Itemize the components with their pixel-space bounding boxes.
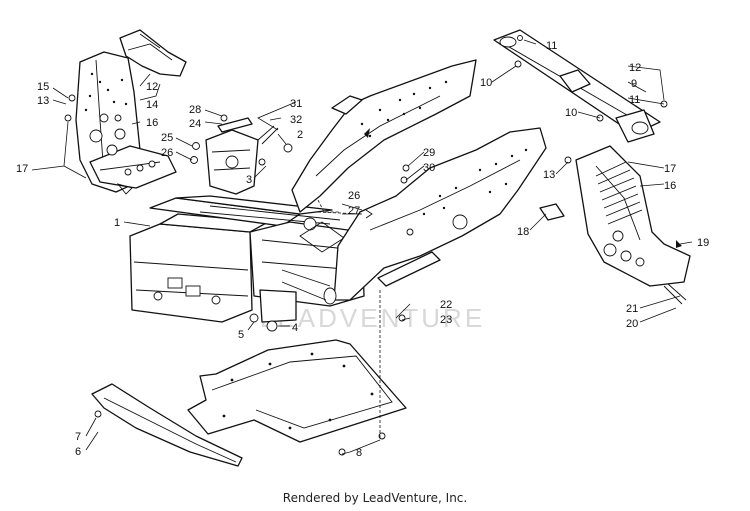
callout-17-b: 17	[664, 163, 676, 175]
main-frame	[129, 59, 547, 323]
callout-10: 10	[480, 77, 492, 89]
fasteners	[249, 164, 410, 456]
grip-slots	[595, 161, 643, 225]
bolt-icon	[68, 94, 76, 102]
watermark-logo: LEADVENTURE	[260, 303, 485, 333]
callout-14: 14	[146, 99, 158, 111]
callout-25: 25	[161, 132, 173, 144]
callout-9: 9	[631, 78, 637, 90]
rivet-dots	[84, 72, 128, 112]
steering-post	[493, 29, 668, 143]
callout-4: 4	[292, 322, 298, 334]
footer-credit: Rendered by LeadVenture, Inc.	[282, 491, 468, 505]
callout-21: 21	[626, 303, 638, 315]
callout-11-b: 11	[629, 94, 640, 106]
rail-rivets	[360, 80, 448, 138]
callout-15: 15	[37, 81, 49, 93]
callout-7: 7	[75, 431, 81, 443]
callout-8: 8	[356, 447, 362, 459]
callout-23: 23	[440, 314, 452, 326]
callout-12: 12	[146, 81, 158, 93]
callout-30: 30	[423, 162, 435, 174]
callout-6: 6	[75, 446, 81, 458]
callout-12-b: 12	[629, 62, 641, 74]
callout-18: 18	[517, 226, 529, 238]
callout-11: 11	[546, 40, 557, 52]
callout-13: 13	[37, 95, 49, 107]
callout-22: 22	[440, 299, 452, 311]
callout-1: 1	[114, 217, 120, 229]
callout-3: 3	[246, 174, 252, 186]
callout-16-b: 16	[664, 180, 676, 192]
callout-16: 16	[146, 117, 158, 129]
callout-10-b: 10	[565, 107, 577, 119]
callout-28: 28	[189, 104, 201, 116]
belly-pan	[187, 339, 407, 443]
callout-20: 20	[626, 318, 638, 330]
callout-29: 29	[423, 147, 435, 159]
callout-26: 26	[161, 147, 173, 159]
watermark-text: LEADVENTURE	[260, 303, 485, 333]
steering-bracket	[190, 114, 293, 195]
callout-2: 2	[297, 129, 303, 141]
right-footrest-assembly	[539, 145, 691, 305]
pan-holes	[222, 352, 374, 430]
side-rivets	[422, 148, 528, 216]
callout-32: 32	[290, 114, 302, 126]
left-footrest-assembly	[64, 29, 187, 195]
callout-numbers: 15 13 12 14 16 17 28 24 25 26 31 32 2 3 …	[16, 40, 709, 459]
leader-lines	[31, 39, 693, 455]
callout-31: 31	[290, 98, 302, 110]
front-skid-plate	[91, 383, 243, 467]
callout-19: 19	[697, 237, 709, 249]
callout-5: 5	[238, 329, 244, 341]
callout-17: 17	[16, 163, 28, 175]
callout-26-b: 26	[348, 190, 360, 202]
callout-24: 24	[189, 118, 201, 130]
callout-27: 27	[348, 205, 360, 217]
washer-icon	[64, 114, 72, 122]
callout-13-b: 13	[543, 169, 555, 181]
footrest-holes	[89, 113, 156, 176]
